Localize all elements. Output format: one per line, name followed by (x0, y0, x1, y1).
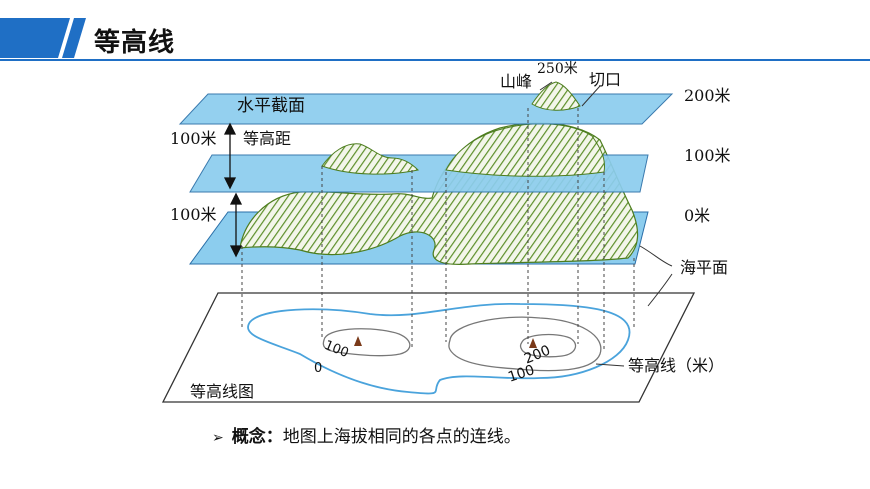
title-accent-block (0, 18, 70, 58)
title-bar-graphic (0, 18, 870, 61)
title-accent-slash (62, 18, 86, 58)
label-peak-height: 250米 (537, 61, 578, 77)
coastline-0m (247, 302, 631, 395)
contour-200m (519, 333, 577, 358)
leader-lines (539, 81, 673, 367)
contour-100m-left (322, 328, 411, 357)
title-bar (0, 14, 870, 64)
contour-value-0: 0 (314, 361, 323, 376)
label-contour-interval: 等高距 (243, 129, 292, 148)
label-peak: 山峰 (500, 72, 533, 91)
contour-100m-right (448, 316, 602, 372)
label-cut: 切口 (589, 70, 622, 89)
label-plane-0m: 0米 (684, 206, 711, 225)
right-peak-section (445, 123, 605, 177)
label-interval-upper: 100米 (170, 129, 217, 148)
interval-arrows (223, 122, 243, 258)
bullet-arrow-icon: ➢ (212, 430, 224, 446)
concept-line: ➢ 概念：地图上海拔相同的各点的连线。 (212, 429, 521, 446)
label-map-name: 等高线图 (190, 382, 255, 401)
label-contour-legend: 等高线（米） (628, 356, 725, 375)
label-interval-lower: 100米 (170, 205, 217, 224)
label-plane-100m: 100米 (684, 146, 731, 165)
page-title: 等高线 (94, 28, 176, 58)
projection-lines (241, 108, 635, 352)
summit-section (531, 81, 581, 111)
label-horizontal-section: 水平截面 (237, 96, 305, 116)
peak-marker-right-icon (529, 338, 537, 348)
label-plane-200m: 200米 (684, 86, 731, 105)
label-sea-level: 海平面 (680, 258, 729, 277)
concept-text: 地图上海拔相同的各点的连线。 (282, 427, 521, 447)
left-peak-section (321, 143, 420, 175)
concept-label: 概念： (231, 427, 283, 447)
peak-marker-left-icon (354, 336, 362, 346)
